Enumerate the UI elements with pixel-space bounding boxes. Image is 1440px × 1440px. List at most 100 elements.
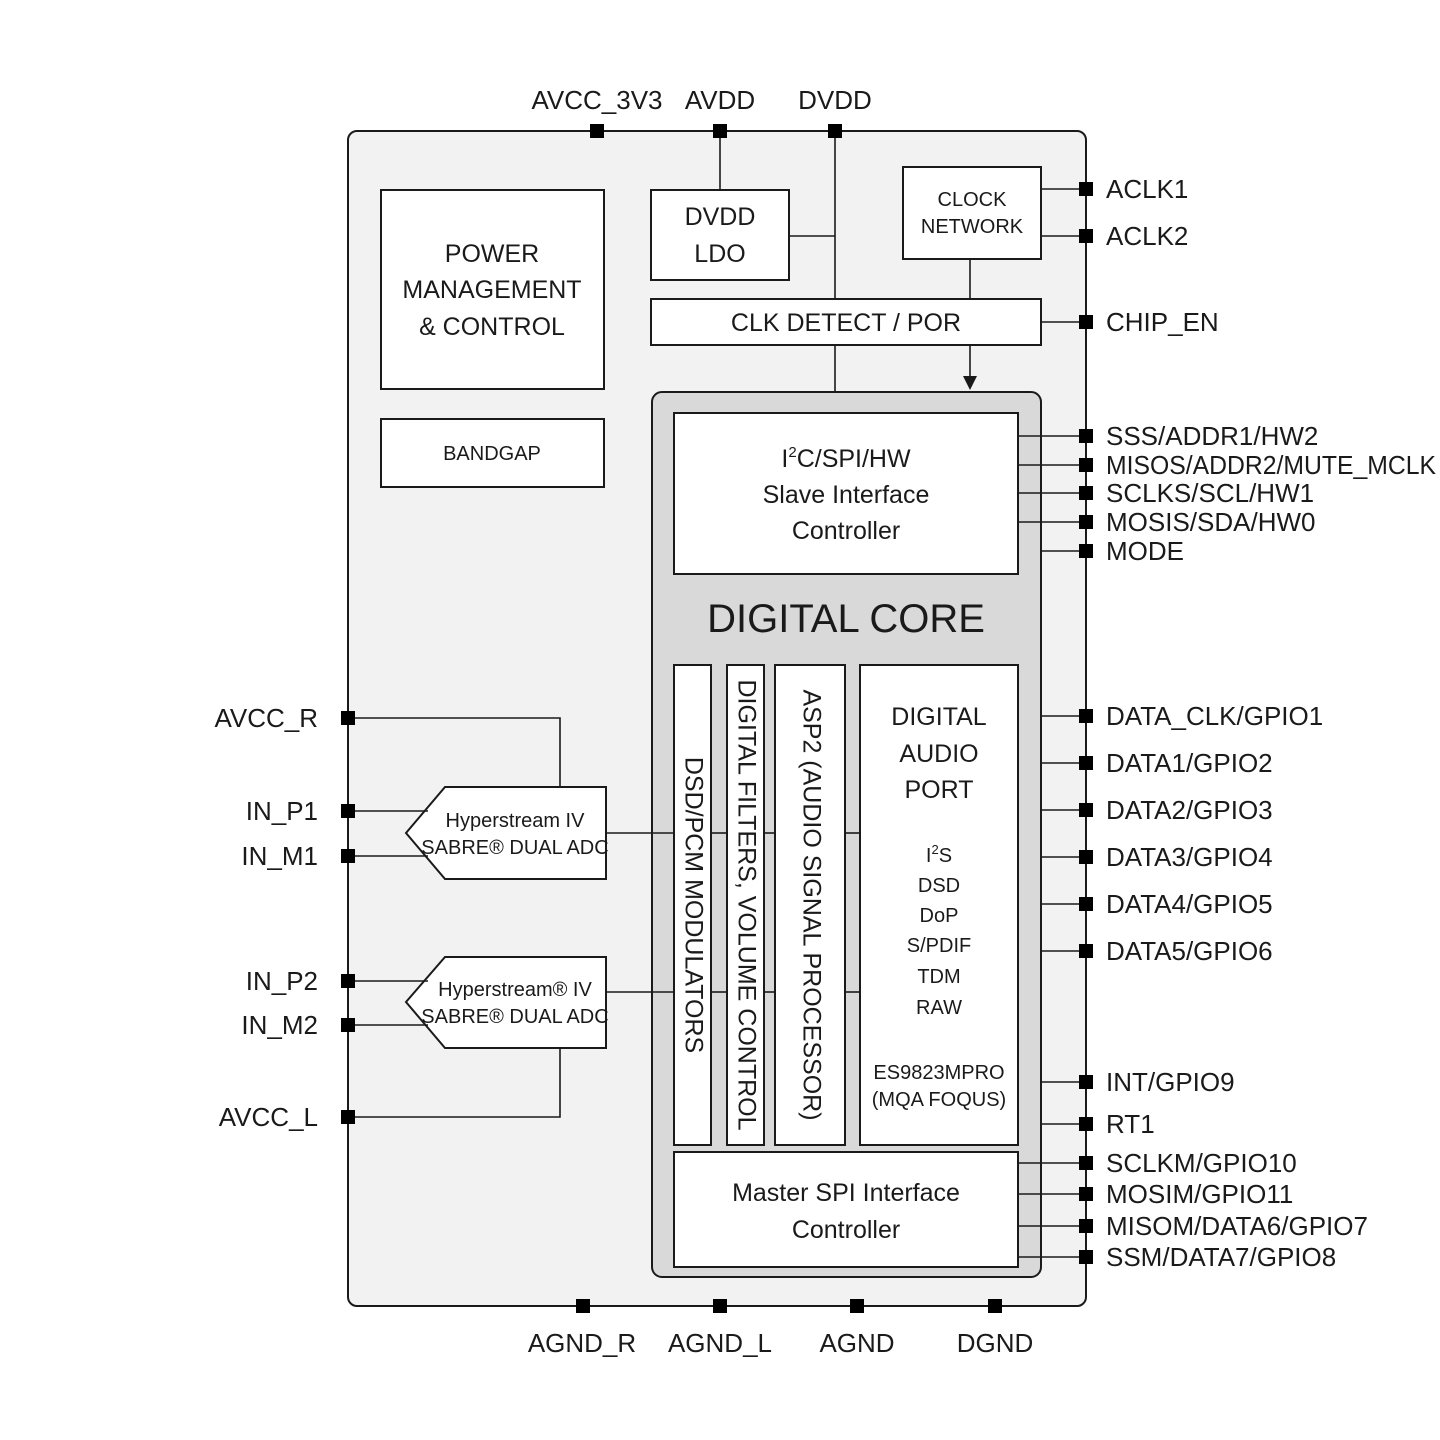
pin-pad-agnd xyxy=(850,1299,864,1313)
dvdd-ldo-line-1: DVDD xyxy=(685,203,756,231)
filters-block xyxy=(726,664,765,1146)
pin-pad-mosim xyxy=(1079,1187,1093,1201)
clk-detect-label: CLK DETECT / POR xyxy=(731,309,961,337)
pin-label-in-p2: IN_P2 xyxy=(246,966,318,996)
pin-pad-mode xyxy=(1079,544,1093,558)
dvdd-ldo-line-2: LDO xyxy=(694,240,745,268)
pin-pad-data4 xyxy=(1079,897,1093,911)
pin-pad-sss xyxy=(1079,429,1093,443)
pin-pad-data3 xyxy=(1079,850,1093,864)
pin-label-dvdd: DVDD xyxy=(798,85,872,115)
power-management-line-2: MANAGEMENT xyxy=(402,276,581,304)
audio-port-format-raw: RAW xyxy=(916,997,962,1019)
pin-label-data4: DATA4/GPIO5 xyxy=(1106,889,1273,919)
pin-pad-aclk2 xyxy=(1079,229,1093,243)
pin-label-sss: SSS/ADDR1/HW2 xyxy=(1106,421,1318,451)
power-management-line-3: & CONTROL xyxy=(419,313,565,341)
power-management-line-1: POWER xyxy=(445,240,539,268)
pin-label-avdd: AVDD xyxy=(685,85,755,115)
pin-pad-data5 xyxy=(1079,944,1093,958)
modulators-label: DSD/PCM MODULATORS xyxy=(679,757,707,1053)
pin-pad-avcc-l xyxy=(341,1110,355,1124)
pin-label-chip-en: CHIP_EN xyxy=(1106,307,1219,337)
audio-port-title-2: AUDIO xyxy=(899,740,978,768)
pin-label-avcc-l: AVCC_L xyxy=(219,1102,318,1132)
pin-pad-in-m2 xyxy=(341,1018,355,1032)
pin-label-avcc-r: AVCC_R xyxy=(214,703,318,733)
pin-pad-rt1 xyxy=(1079,1117,1093,1131)
audio-port-format-dsd: DSD xyxy=(918,875,960,897)
bandgap-block xyxy=(380,418,605,488)
bandgap-label: BANDGAP xyxy=(443,443,541,465)
filters-label: DIGITAL FILTERS, VOLUME CONTROL xyxy=(732,680,760,1131)
adc2-block xyxy=(404,956,607,1049)
digital-core-title: DIGITAL CORE xyxy=(707,597,985,641)
master-spi-block xyxy=(673,1151,1019,1268)
audio-port-note-2: (MQA FOQUS) xyxy=(872,1089,1006,1111)
pin-label-aclk1: ACLK1 xyxy=(1106,174,1188,204)
pin-label-rt1: RT1 xyxy=(1106,1109,1155,1139)
pin-label-in-p1: IN_P1 xyxy=(246,796,318,826)
pin-label-mosis: MOSIS/SDA/HW0 xyxy=(1106,507,1315,537)
pin-pad-in-m1 xyxy=(341,849,355,863)
pin-pad-agnd-l xyxy=(713,1299,727,1313)
pin-label-data2: DATA2/GPIO3 xyxy=(1106,795,1273,825)
dvdd-ldo-block xyxy=(650,189,790,281)
pin-label-agnd-r: AGND_R xyxy=(528,1328,636,1358)
master-spi-line-2: Controller xyxy=(792,1216,900,1244)
adc2-line-2: SABRE® DUAL ADC xyxy=(421,1006,608,1028)
pin-label-avcc3v3: AVCC_3V3 xyxy=(531,85,662,115)
asp2-label: ASP2 (AUDIO SIGNAL PROCESSOR) xyxy=(797,689,825,1120)
master-spi-line-1: Master SPI Interface xyxy=(732,1179,960,1207)
pin-label-data1: DATA1/GPIO2 xyxy=(1106,748,1273,778)
pin-pad-avcc-r xyxy=(341,711,355,725)
pin-pad-dgnd xyxy=(988,1299,1002,1313)
power-management-block xyxy=(380,189,605,390)
pin-label-agnd-l: AGND_L xyxy=(668,1328,772,1358)
pin-label-int: INT/GPIO9 xyxy=(1106,1067,1235,1097)
adc1-block xyxy=(404,786,607,880)
pin-pad-avcc3v3 xyxy=(590,124,604,138)
pin-label-misom: MISOM/DATA6/GPIO7 xyxy=(1106,1211,1368,1241)
pin-label-ssm: SSM/DATA7/GPIO8 xyxy=(1106,1242,1336,1272)
pin-pad-data1 xyxy=(1079,756,1093,770)
digital-audio-port-block xyxy=(859,664,1019,1146)
clk-detect-block xyxy=(650,298,1042,346)
asp2-block xyxy=(774,664,846,1146)
clock-network-line-1: CLOCK xyxy=(938,189,1008,211)
audio-port-format-tdm: TDM xyxy=(917,966,960,988)
audio-port-format-i2s: I2S xyxy=(926,842,952,867)
pin-pad-data-clk xyxy=(1079,709,1093,723)
audio-port-title-3: PORT xyxy=(905,776,974,804)
pin-label-agnd: AGND xyxy=(819,1328,894,1358)
pin-label-sclkm: SCLKM/GPIO10 xyxy=(1106,1148,1297,1178)
pin-label-data5: DATA5/GPIO6 xyxy=(1106,936,1273,966)
slave-interface-block xyxy=(673,412,1019,575)
modulators-block xyxy=(673,664,712,1146)
pin-label-dgnd: DGND xyxy=(957,1328,1034,1358)
pin-pad-misos xyxy=(1079,458,1093,472)
pin-pad-avdd xyxy=(713,124,727,138)
audio-port-format-spdif: S/PDIF xyxy=(907,935,971,957)
clock-network-block xyxy=(902,166,1042,260)
pin-label-aclk2: ACLK2 xyxy=(1106,221,1188,251)
pin-label-in-m1: IN_M1 xyxy=(241,841,318,871)
pin-pad-in-p2 xyxy=(341,974,355,988)
audio-port-format-dop: DoP xyxy=(920,905,959,927)
pin-pad-data2 xyxy=(1079,803,1093,817)
slave-interface-line-1: I2C/SPI/HW xyxy=(781,444,911,473)
pin-pad-dvdd xyxy=(828,124,842,138)
slave-interface-line-2: Slave Interface xyxy=(763,481,930,509)
pin-label-mode: MODE xyxy=(1106,536,1184,566)
adc1-line-2: SABRE® DUAL ADC xyxy=(421,837,608,859)
adc1-line-1: Hyperstream IV xyxy=(446,810,586,832)
slave-interface-line-3: Controller xyxy=(792,517,900,545)
audio-port-note-1: ES9823MPRO xyxy=(873,1062,1004,1084)
pin-pad-ssm xyxy=(1079,1250,1093,1264)
pin-pad-mosis xyxy=(1079,515,1093,529)
pin-pad-aclk1 xyxy=(1079,182,1093,196)
pin-pad-sclkm xyxy=(1079,1156,1093,1170)
adc2-line-1: Hyperstream® IV xyxy=(438,979,592,1001)
pin-pad-int xyxy=(1079,1075,1093,1089)
